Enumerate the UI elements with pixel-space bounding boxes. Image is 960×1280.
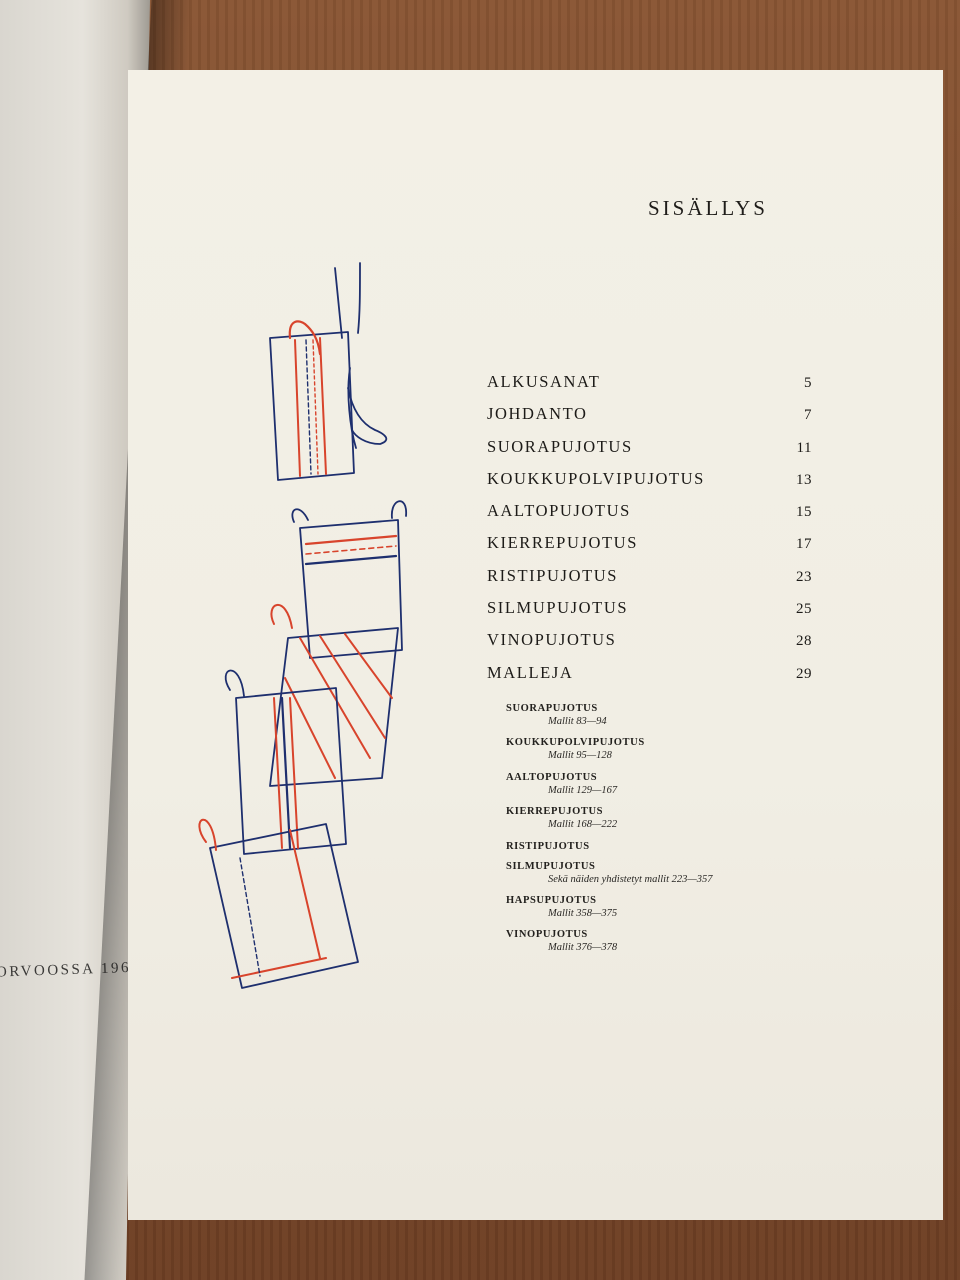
toc-title: KIERREPUJOTUS — [487, 533, 638, 553]
pattern-range: Mallit 95—128 — [548, 750, 612, 762]
pattern-list: SUORAPUJOTUS Mallit 83—94 KOUKKUPOLVIPUJO… — [506, 703, 806, 964]
right-page — [128, 70, 943, 1220]
toc-title: MALLEJA — [487, 662, 574, 682]
table-of-contents: ALKUSANAT 5 JOHDANTO 7 SUORAPUJOTUS 11 KOUK… — [487, 372, 812, 695]
left-page — [0, 0, 150, 1280]
pattern-entry: RISTIPUJOTUS — [506, 841, 806, 861]
pattern-range: Mallit 376—378 — [548, 942, 618, 954]
woven-bags-illustration — [198, 262, 407, 989]
toc-title: JOHDANTO — [487, 404, 588, 424]
toc-entry: RISTIPUJOTUS 23 — [487, 566, 812, 598]
pattern-range: Mallit 358—375 — [548, 907, 618, 919]
toc-entry: MALLEJA 29 — [487, 663, 812, 695]
bag-five — [198, 818, 359, 989]
toc-title: ALKUSANAT — [487, 372, 601, 391]
pattern-range: Mallit 83—94 — [548, 716, 607, 727]
toc-page-number: 17 — [796, 536, 812, 553]
toc-page-number: 25 — [796, 601, 812, 618]
pattern-title: KOUKKUPOLVIPUJOTUS — [506, 737, 645, 749]
pattern-title: AALTOPUJOTUS — [506, 771, 598, 783]
toc-page-number: 5 — [804, 375, 812, 391]
toc-entry: AALTOPUJOTUS 15 — [487, 501, 812, 533]
toc-title: SUORAPUJOTUS — [487, 436, 633, 456]
toc-entry: KIERREPUJOTUS 17 — [487, 533, 812, 565]
toc-page-number: 23 — [796, 568, 812, 585]
toc-entry: SILMUPUJOTUS 25 — [487, 598, 812, 630]
toc-entry: ALKUSANAT 5 — [487, 372, 812, 404]
toc-page-number: 28 — [796, 633, 812, 650]
toc-title: RISTIPUJOTUS — [487, 565, 619, 585]
bag-four — [224, 669, 347, 855]
bag-one — [269, 320, 355, 481]
toc-title: VINOPUJOTUS — [487, 630, 617, 650]
toc-page-number: 7 — [804, 407, 812, 424]
pattern-title: VINOPUJOTUS — [506, 929, 588, 941]
pattern-title: SUORAPUJOTUS — [506, 703, 598, 714]
toc-title: SILMUPUJOTUS — [487, 598, 629, 618]
toc-entry: JOHDANTO 7 — [487, 404, 812, 436]
toc-title: KOUKKUPOLVIPUJOTUS — [487, 468, 705, 488]
toc-page-number: 29 — [796, 665, 812, 682]
pattern-range: Sekä näiden yhdistetyt mallit 223—357 — [548, 873, 713, 885]
hand-drawing — [334, 262, 388, 449]
toc-title: AALTOPUJOTUS — [487, 501, 631, 521]
toc-entry: KOUKKUPOLVIPUJOTUS 13 — [487, 469, 812, 501]
pattern-range: Mallit 168—222 — [548, 819, 618, 831]
pattern-entry: SUORAPUJOTUS Mallit 83—94 — [506, 703, 806, 737]
page-title: SISÄLLYS — [648, 196, 768, 220]
bag-three — [269, 604, 399, 787]
toc-page-number: 13 — [796, 471, 812, 488]
toc-page-number: 11 — [796, 439, 812, 456]
pattern-range: Mallit 129—167 — [548, 784, 618, 796]
pattern-title: SILMUPUJOTUS — [506, 860, 596, 872]
pattern-title: KIERREPUJOTUS — [506, 806, 604, 818]
toc-entry: VINOPUJOTUS 28 — [487, 630, 812, 662]
pattern-title: RISTIPUJOTUS — [506, 840, 590, 852]
bag-two — [291, 500, 407, 659]
toc-entry: SUORAPUJOTUS 11 — [487, 437, 812, 469]
toc-page-number: 15 — [796, 504, 812, 521]
pattern-title: HAPSUPUJOTUS — [506, 894, 597, 906]
